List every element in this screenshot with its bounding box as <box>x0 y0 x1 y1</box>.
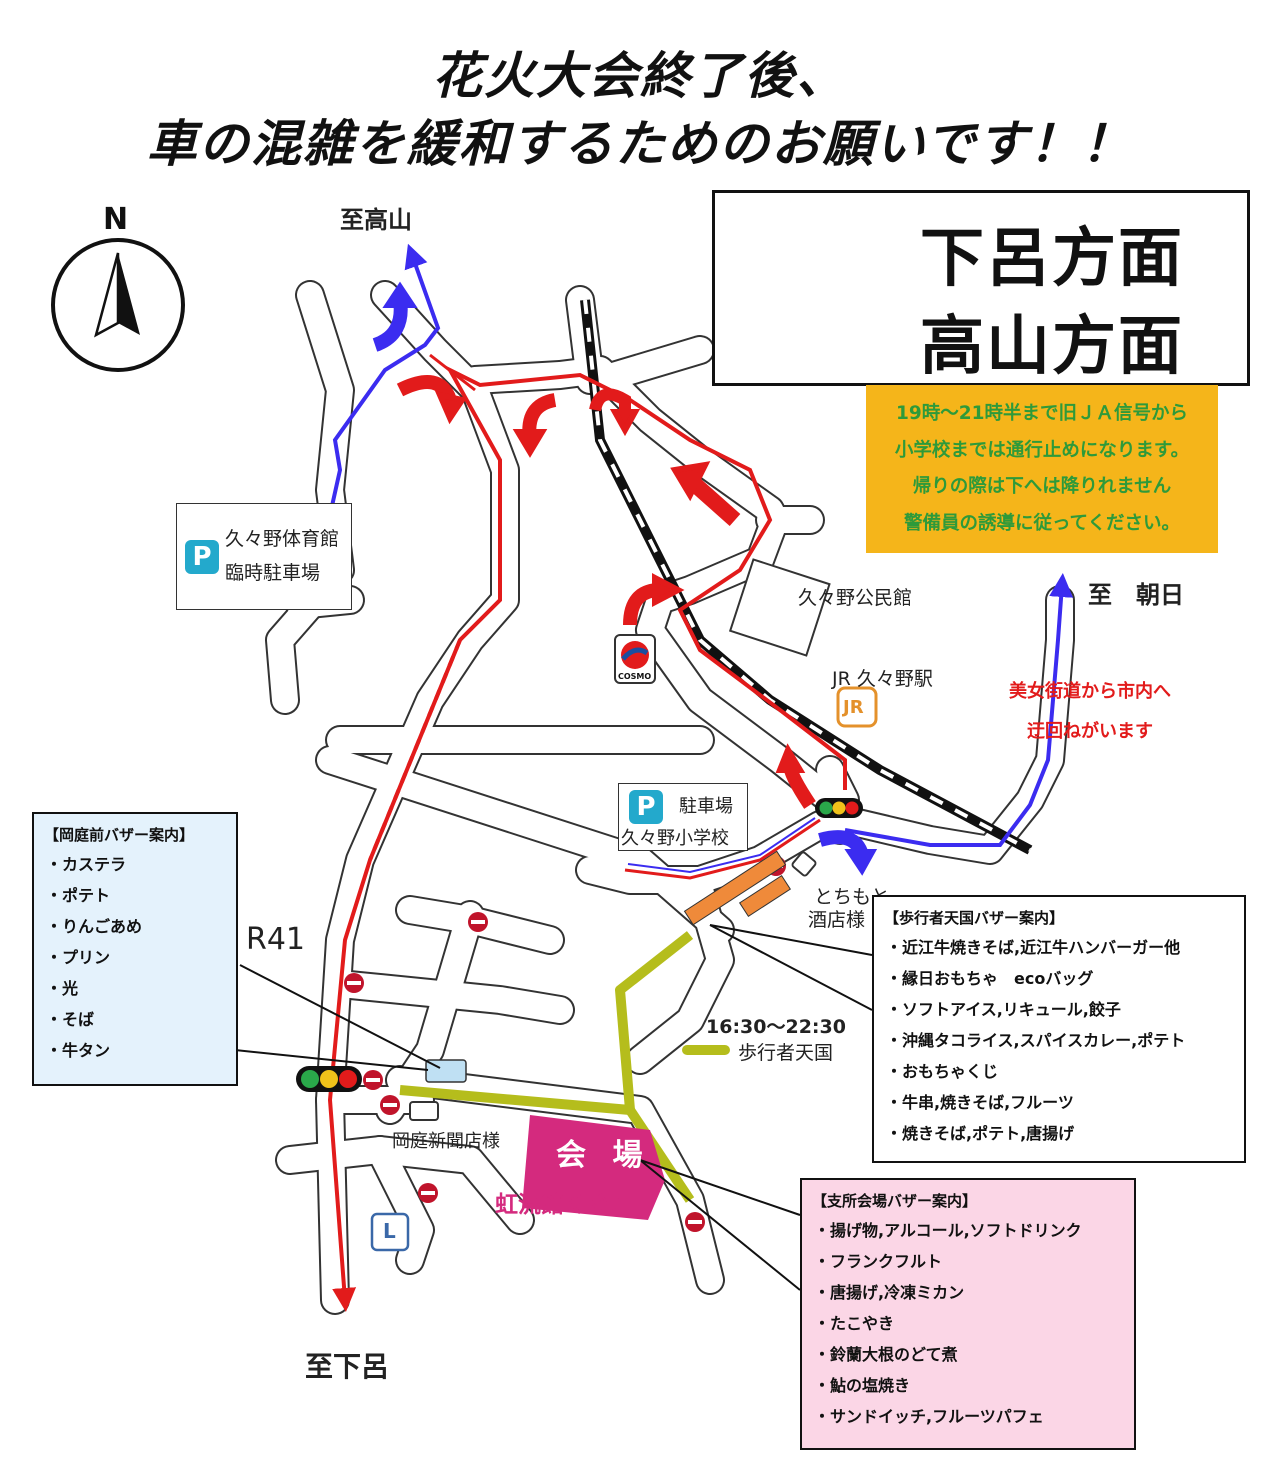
title-line-2: 車の混雑を緩和するためのお願いです！！ <box>146 115 1134 173</box>
callout-lines <box>234 924 873 1291</box>
list-item: ・たこやき <box>814 1314 895 1333</box>
list-item: ・牛タン <box>46 1041 111 1060</box>
sake-shop-marker <box>791 851 817 877</box>
venue-label: 会 場 <box>556 1138 651 1173</box>
traffic-light-lower <box>296 1066 362 1092</box>
list-item: ・りんごあめ <box>46 917 143 936</box>
list-item: ・プリン <box>46 948 111 967</box>
venue-building <box>522 1115 665 1220</box>
okaniwa-bazaar-header: 【岡庭前バザー案内】 <box>44 826 195 844</box>
okaniwa-bazaar-box: 【岡庭前バザー案内】 ・カステラ ・ポテト ・りんごあめ ・プリン ・光 ・そば… <box>32 812 238 1086</box>
jr-icon-text: JR <box>843 697 864 718</box>
legend-blue-label: 高山方面 <box>920 310 1184 384</box>
pedestrian-bazaar-header: 【歩行者天国バザー案内】 <box>884 909 1065 927</box>
list-item: ・フランクフルト <box>814 1252 943 1271</box>
title-line-1: 花火大会終了後、 <box>432 47 848 105</box>
list-item: ・鈴蘭大根のどて煮 <box>814 1345 958 1364</box>
notice-line: 警備員の誘導に従ってください。 <box>903 512 1181 534</box>
school-parking-box: P 駐車場 久々野小学校 <box>618 783 748 851</box>
cosmo-station-icon <box>614 634 656 684</box>
railway <box>580 299 1033 855</box>
branch-bazaar-box: 【支所会場バザー案内】 ・揚げ物,アルコール,ソフトドリンク ・フランクフルト … <box>800 1178 1136 1450</box>
pedestrian-label: 歩行者天国 <box>738 1042 834 1064</box>
list-item: ・牛串,焼きそば,フルーツ <box>886 1093 1074 1112</box>
newspaper-shop-label: 岡庭新聞店様 <box>392 1131 500 1152</box>
school-parking-label: 駐車場 <box>679 796 733 817</box>
lawson-icon <box>370 1212 410 1252</box>
station-label: JR 久々野駅 <box>832 668 933 690</box>
road-closure-notice: 19時～21時半まで旧ＪＡ信号から 小学校までは通行止めになります。 帰りの際は… <box>866 385 1218 553</box>
sake-shop-label-2: 酒店様 <box>808 909 866 931</box>
list-item: ・揚げ物,アルコール,ソフトドリンク <box>814 1221 1082 1240</box>
red-route <box>327 365 847 1312</box>
route-legend: 下呂方面 高山方面 <box>712 190 1250 386</box>
list-item: ・おもちゃくじ <box>886 1062 999 1081</box>
legend-red-label: 下呂方面 <box>920 222 1184 296</box>
branch-bazaar-header: 【支所会場バザー案内】 <box>812 1192 978 1210</box>
list-item: ・光 <box>46 979 79 998</box>
lawson-icon-text: L <box>383 1219 396 1243</box>
gym-parking-name: 久々野体育館 <box>225 528 340 550</box>
list-item: ・ソフトアイス,リキュール,餃子 <box>886 1000 1121 1019</box>
blue-route-asahi <box>844 573 1074 847</box>
newspaper-shop-marker <box>409 1101 439 1121</box>
notice-line: 帰りの際は下へは降りれません <box>912 476 1172 497</box>
list-item: ・ポテト <box>46 886 111 905</box>
pedestrian-bazaar-box: 【歩行者天国バザー案内】 ・近江牛焼きそば,近江牛ハンバーガー他 ・縁日おもちゃ… <box>872 895 1246 1163</box>
list-item: ・近江牛焼きそば,近江牛ハンバーガー他 <box>886 938 1181 957</box>
list-item: ・サンドイッチ,フルーツパフェ <box>814 1407 1044 1426</box>
list-item: ・唐揚げ,冷凍ミカン <box>814 1283 965 1302</box>
pedestrian-bazaar-stall-1 <box>683 850 787 926</box>
community-hall-label: 久々野公民館 <box>798 587 913 609</box>
detour-line-2: 迂回ねがいます <box>1027 721 1153 742</box>
to-asahi-label: 至 朝日 <box>1088 581 1184 609</box>
list-item: ・焼きそば,ポテト,唐揚げ <box>886 1124 1075 1143</box>
pedestrian-zone-path <box>399 931 694 1115</box>
compass-north-label: N <box>103 202 129 237</box>
list-item: ・沖縄タコライス,スパイスカレー,ポテト <box>886 1031 1186 1050</box>
red-route-upper <box>429 353 476 392</box>
school-name: 久々野小学校 <box>621 828 729 849</box>
detour-note: 美女街道から市内へ 迂回ねがいます <box>990 672 1190 752</box>
to-takayama-label: 至高山 <box>340 206 412 234</box>
list-item: ・そば <box>46 1010 95 1029</box>
gym-parking-box: P 久々野体育館 臨時駐車場 <box>176 503 352 610</box>
parking-icon: P <box>185 540 219 574</box>
red-turn-arrow-3 <box>589 388 631 418</box>
sake-shop-label-1: とちもと <box>814 886 890 908</box>
traffic-light-upper <box>815 798 863 818</box>
pedestrian-bazaar-stall-2 <box>738 874 792 918</box>
route-r41-label: R41 <box>246 922 306 957</box>
community-hall-building <box>728 558 831 657</box>
gym-parking-desc: 臨時駐車場 <box>225 562 321 584</box>
parking-icon: P <box>629 790 663 824</box>
jr-station-icon <box>836 686 878 728</box>
notice-line: 小学校までは通行止めになります。 <box>894 439 1190 461</box>
notice-line: 19時～21時半まで旧ＪＡ信号から <box>896 403 1188 424</box>
red-route-school <box>624 818 821 880</box>
venue-hall-label: 虹流館くぐの <box>495 1192 633 1218</box>
to-gero-label: 至下呂 <box>305 1350 390 1383</box>
pedestrian-time: 16:30～22:30 <box>706 1016 846 1038</box>
pedestrian-legend-swatch <box>682 1045 730 1055</box>
detour-line-1: 美女街道から市内へ <box>1009 681 1171 702</box>
pedestrian-zone-path-2 <box>625 1107 695 1203</box>
curved-arrows <box>372 281 878 876</box>
list-item: ・縁日おもちゃ ecoバッグ <box>886 969 1094 988</box>
cosmo-icon-text: COSMO <box>618 672 652 681</box>
compass <box>51 238 185 372</box>
list-item: ・カステラ <box>46 855 127 874</box>
list-item: ・鮎の塩焼き <box>814 1376 911 1395</box>
blue-route-school <box>627 817 816 874</box>
